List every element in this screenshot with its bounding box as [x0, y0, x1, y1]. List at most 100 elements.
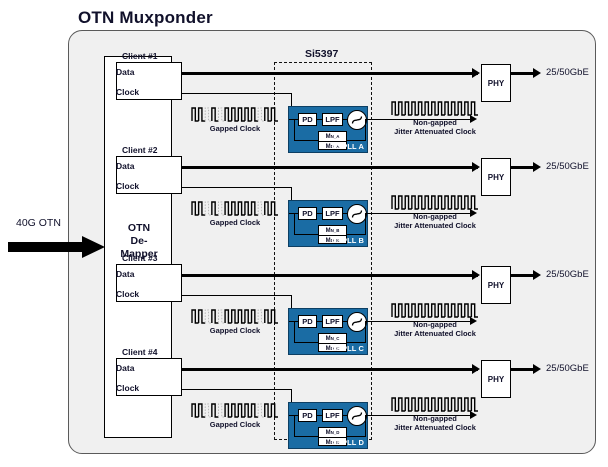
divider-denominator: MD_B [319, 235, 346, 245]
feedback-to-divider-wire [294, 234, 318, 236]
client-block [116, 358, 182, 396]
gapped-clock-waveform [191, 199, 278, 217]
phy-output-arrowhead [533, 270, 541, 280]
nongapped-clock-waveform [391, 193, 478, 211]
vco-output-wire [365, 119, 369, 121]
data-bus-arrowhead [472, 270, 480, 280]
phy-output-wire [511, 166, 535, 169]
vco-oscillator-icon [347, 312, 367, 332]
dspll-name-label: DSPLL A [331, 142, 364, 151]
feedback-return-wire [347, 342, 366, 344]
feedback-to-divider-wire [294, 342, 318, 344]
divider-numerator: MN_D [325, 430, 340, 436]
dspll-name-label: DSPLL B [331, 236, 364, 245]
phase-detector-block: PD [298, 207, 317, 220]
loop-filter-block: LPF [322, 113, 343, 126]
dspll-name-label: DSPLL D [331, 438, 364, 447]
pd-to-lpf-wire [317, 321, 322, 323]
phase-detector-block: PD [298, 315, 317, 328]
gapped-clock-caption: Gapped Clock [209, 218, 261, 227]
divider-denominator: MD_D [319, 437, 346, 447]
feedback-to-divider-wire [294, 140, 318, 142]
client-clock-pin-label: Clock [116, 289, 140, 299]
client-data-pin-label: Data [116, 269, 135, 279]
feedback-tap-wire [365, 119, 367, 140]
ethernet-output-label: 25/50GbE [546, 363, 589, 374]
feedback-tap-wire [365, 213, 367, 234]
data-bus-arrowhead [472, 68, 480, 78]
client-block [116, 264, 182, 302]
nongapped-caption-line1: Non-gapped [413, 118, 457, 127]
loop-filter-block: LPF [322, 409, 343, 422]
ethernet-output-label: 25/50GbE [546, 67, 589, 78]
client-block [116, 62, 182, 100]
nongapped-caption-line1: Non-gapped [413, 414, 457, 423]
nongapped-clock-waveform [391, 99, 478, 117]
lpf-to-vco-wire [343, 119, 347, 121]
gapped-clock-wire [182, 187, 292, 188]
nongapped-caption-line1: Non-gapped [413, 212, 457, 221]
feedback-return-wire [347, 140, 366, 142]
phy-output-wire [511, 274, 535, 277]
phase-detector-block: PD [298, 113, 317, 126]
divider-denominator: MD_C [319, 343, 346, 353]
ethernet-output-label: 25/50GbE [546, 161, 589, 172]
client-data-pin-label: Data [116, 161, 135, 171]
gapped-clock-waveform [191, 105, 278, 123]
feedback-up-wire [294, 415, 296, 437]
client-clock-pin-label: Clock [116, 181, 140, 191]
vco-oscillator-icon [347, 110, 367, 130]
pll-input-wire [289, 119, 298, 121]
vco-output-wire [365, 213, 369, 215]
client-label: Client #3 [122, 253, 158, 263]
page-title: OTN Muxponder [78, 8, 213, 27]
gapped-clock-caption: Gapped Clock [209, 124, 261, 133]
feedback-up-wire [294, 213, 296, 235]
feedback-up-wire [294, 119, 296, 141]
gapped-clock-caption: Gapped Clock [209, 420, 261, 429]
demapper-line2: De-Mapper [120, 235, 158, 260]
loop-filter-block: LPF [322, 207, 343, 220]
data-bus-wire [182, 274, 478, 277]
jitter-attenuated-clock-wire [368, 119, 472, 120]
si5397-label: Si5397 [305, 48, 339, 60]
divider-numerator: MN_A [325, 134, 340, 140]
client-data-pin-label: Data [116, 363, 135, 373]
nongapped-caption-line2: Jitter Attenuated Clock [394, 423, 476, 432]
vco-output-wire [365, 415, 369, 417]
client-label: Client #2 [122, 145, 158, 155]
gapped-clock-caption: Gapped Clock [209, 326, 261, 335]
client-label: Client #1 [122, 51, 158, 61]
pll-input-wire [289, 321, 298, 323]
lpf-to-vco-wire [343, 415, 347, 417]
jitter-attenuated-clock-wire [368, 213, 472, 214]
pd-to-lpf-wire [317, 119, 322, 121]
lpf-to-vco-wire [343, 321, 347, 323]
gapped-clock-wire [182, 93, 292, 94]
vco-oscillator-icon [347, 406, 367, 426]
vco-oscillator-icon [347, 204, 367, 224]
divider-numerator: MN_C [325, 336, 340, 342]
feedback-up-wire [294, 321, 296, 343]
nongapped-caption-line2: Jitter Attenuated Clock [394, 329, 476, 338]
client-clock-pin-label: Clock [116, 383, 140, 393]
nongapped-clock-waveform [391, 301, 478, 319]
phy-clock-arrowhead [470, 411, 477, 419]
phy-clock-arrowhead [470, 209, 477, 217]
divider-denominator: MD_A [319, 141, 346, 151]
jitter-attenuated-clock-wire [368, 321, 472, 322]
ethernet-output-label: 25/50GbE [546, 269, 589, 280]
phy-output-wire [511, 368, 535, 371]
gapped-clock-waveform [191, 307, 278, 325]
phy-output-arrowhead [533, 68, 541, 78]
loop-filter-block: LPF [322, 315, 343, 328]
client-label: Client #4 [122, 347, 158, 357]
